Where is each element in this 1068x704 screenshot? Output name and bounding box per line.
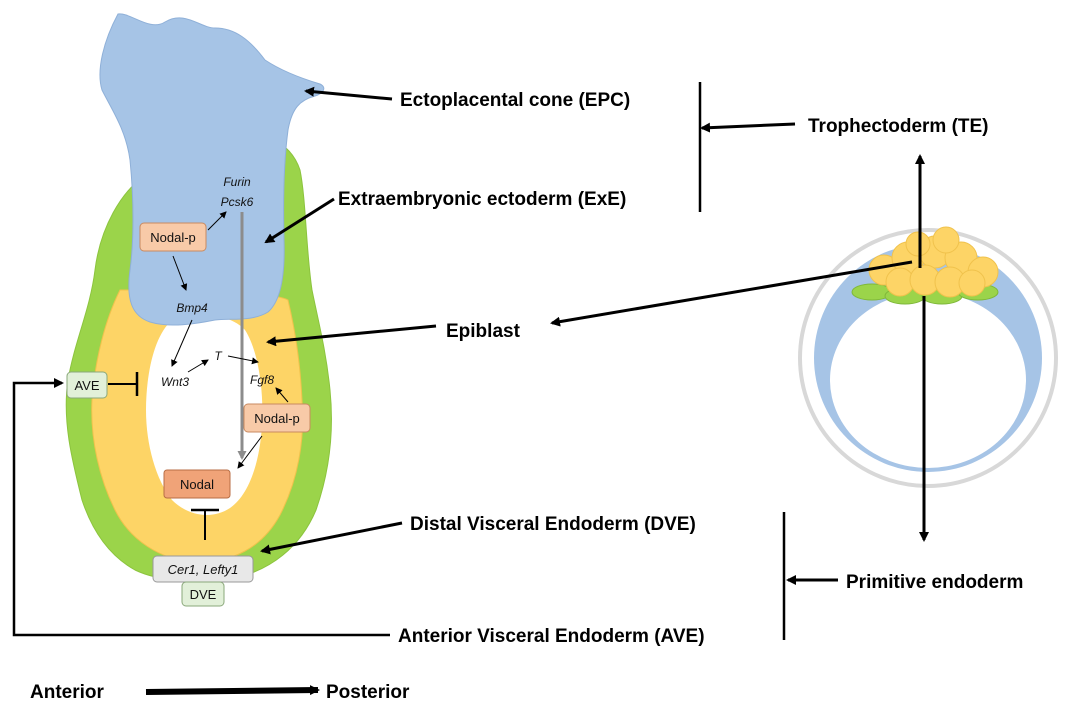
label-ave: Anterior Visceral Endoderm (AVE) xyxy=(398,626,705,647)
blastocoel xyxy=(830,292,1026,468)
gene-wnt3: Wnt3 xyxy=(161,375,189,389)
nodal-p-right-label: Nodal-p xyxy=(254,411,300,426)
label-dve: Distal Visceral Endoderm (DVE) xyxy=(410,514,696,535)
label-exe: Extraembryonic ectoderm (ExE) xyxy=(338,189,626,210)
axis-arrow xyxy=(146,690,318,692)
nodal-label: Nodal xyxy=(180,477,214,492)
gene-fgf8: Fgf8 xyxy=(250,373,274,387)
dve-box-label: DVE xyxy=(190,587,217,602)
gene-pcsk6: Pcsk6 xyxy=(221,195,254,209)
label-anterior: Anterior xyxy=(30,682,105,703)
label-posterior: Posterior xyxy=(326,682,410,703)
gene-furin: Furin xyxy=(223,175,251,189)
label-epc: Ectoplacental cone (EPC) xyxy=(400,90,630,111)
blastocyst xyxy=(552,156,1056,540)
cer1-lefty1-label: Cer1, Lefty1 xyxy=(168,562,239,577)
ave-box-label: AVE xyxy=(74,378,99,393)
gene-bmp4: Bmp4 xyxy=(176,301,208,315)
nodal-p-top-label: Nodal-p xyxy=(150,230,196,245)
arrow-te xyxy=(702,124,795,128)
label-primitive-endoderm: Primitive endoderm xyxy=(846,572,1023,593)
label-te: Trophectoderm (TE) xyxy=(808,116,989,137)
label-epiblast: Epiblast xyxy=(446,321,521,342)
